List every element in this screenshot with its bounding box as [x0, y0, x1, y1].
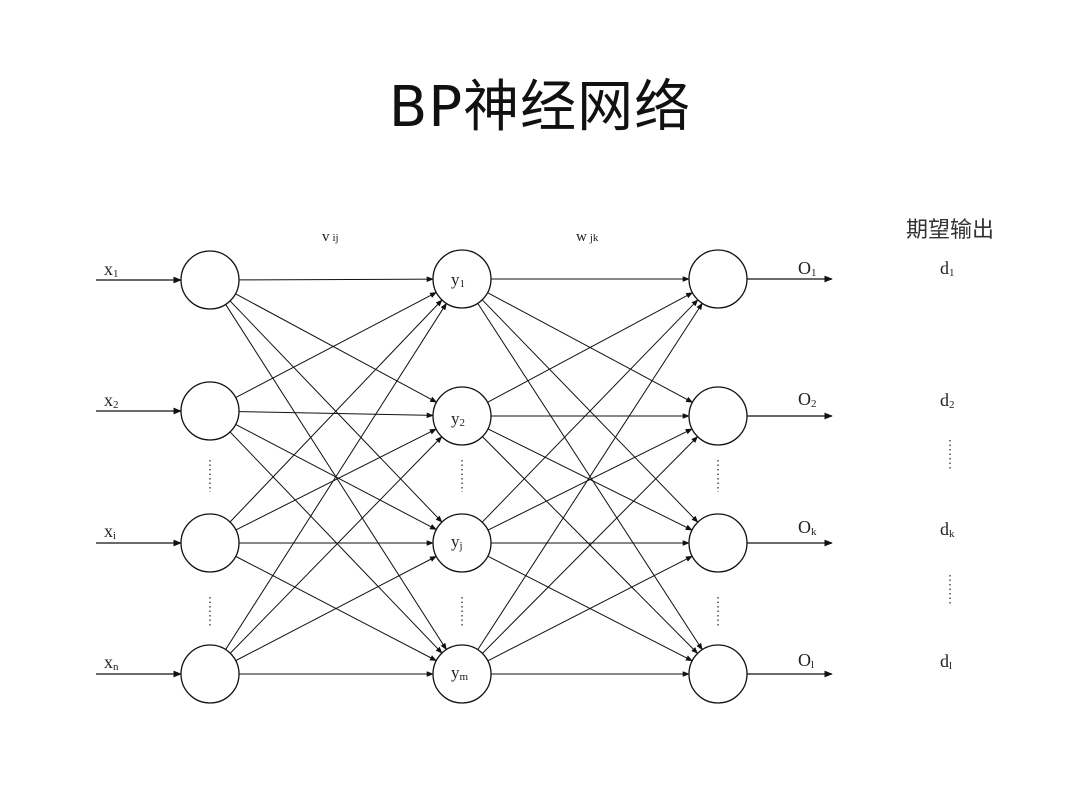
weight-v-sub: ij: [333, 232, 339, 244]
ellipsis-dots: [209, 440, 951, 628]
hidden-node: [432, 249, 492, 309]
hidden-node: [432, 644, 492, 704]
edge-input-hidden: [235, 555, 437, 662]
input-node: [180, 381, 240, 441]
neuron-nodes: [180, 249, 748, 704]
expected-label: dk: [940, 519, 955, 540]
output-node: [688, 249, 748, 309]
edge-input-hidden: [238, 276, 434, 282]
output-label: Ol: [798, 650, 814, 671]
expected-label: d1: [940, 258, 955, 279]
expected-output-header: 期望输出: [906, 218, 994, 243]
input-node: [180, 644, 240, 704]
expected-label: dl: [940, 651, 952, 672]
edge-input-hidden: [229, 299, 443, 523]
hidden-node: [432, 386, 492, 446]
input-node: [180, 250, 240, 310]
input-label: x2: [104, 390, 119, 411]
weight-v-base: v: [322, 229, 330, 245]
output-label: Ok: [798, 517, 817, 538]
input-label: x1: [104, 259, 119, 280]
expected-label: d2: [940, 390, 955, 411]
page-title: BP神经网络: [388, 75, 692, 140]
input-node: [180, 513, 240, 573]
edge-hidden-output: [482, 436, 699, 654]
connection-edges: [225, 276, 703, 677]
output-node: [688, 644, 748, 704]
edge-input-hidden: [235, 293, 438, 403]
output-node: [688, 386, 748, 446]
edge-hidden-output: [487, 428, 693, 531]
input-label: xn: [104, 652, 119, 673]
edge-input-hidden: [225, 302, 447, 650]
edge-input-hidden: [229, 436, 443, 654]
io-arrows: [96, 275, 833, 678]
edge-hidden-output: [487, 292, 694, 403]
output-label: O2: [798, 389, 817, 410]
edge-hidden-output: [487, 555, 693, 662]
edge-input-hidden: [235, 292, 437, 398]
input-label: xi: [104, 521, 116, 542]
hidden-label: ym: [451, 663, 469, 683]
hidden-label: y2: [451, 409, 465, 429]
edge-input-hidden: [235, 428, 437, 531]
hidden-label: yj: [451, 532, 463, 552]
edge-input-hidden: [238, 411, 434, 419]
hidden-label: y1: [451, 270, 465, 290]
weight-w-sub: jk: [589, 232, 599, 244]
edge-hidden-output: [477, 302, 703, 650]
output-node: [688, 513, 748, 573]
hidden-node: [432, 513, 492, 573]
output-label: O1: [798, 258, 817, 279]
weight-w-base: w: [576, 229, 587, 245]
edge-hidden-output: [481, 299, 699, 523]
